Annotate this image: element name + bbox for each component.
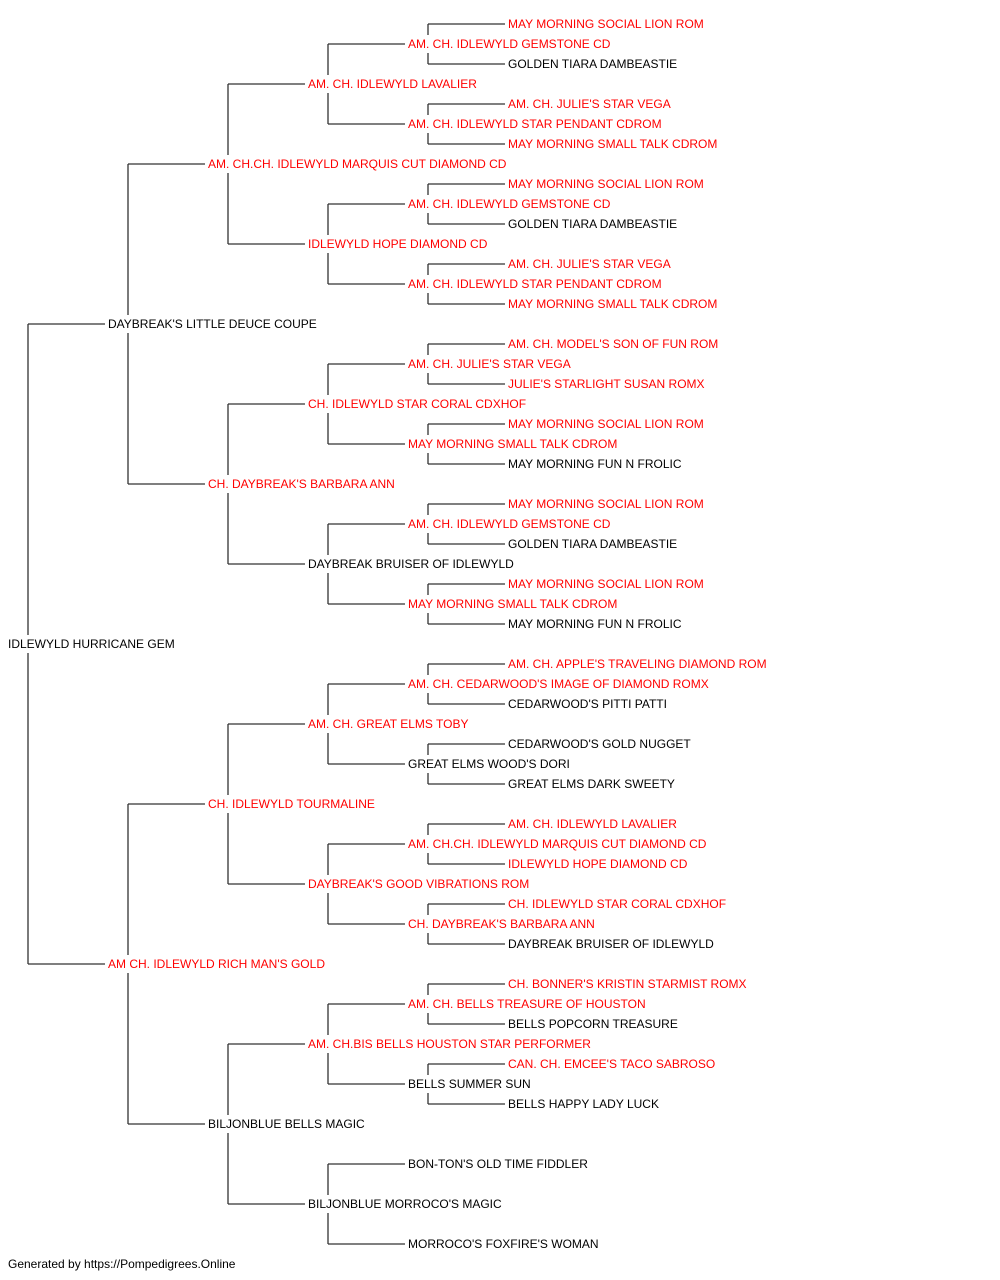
pedigree-node-gen3: AM. CH. IDLEWYLD LAVALIER (308, 77, 477, 91)
pedigree-node-gen3: IDLEWYLD HOPE DIAMOND CD (308, 237, 488, 251)
pedigree-node-gen5: IDLEWYLD HOPE DIAMOND CD (508, 857, 688, 871)
pedigree-node-gen3: DAYBREAK'S GOOD VIBRATIONS ROM (308, 877, 529, 891)
pedigree-node-gen2: AM. CH.CH. IDLEWYLD MARQUIS CUT DIAMOND … (208, 157, 507, 171)
footer-credit: Generated by https://Pompedigrees.Online (8, 1257, 236, 1271)
pedigree-node-gen5: CH. IDLEWYLD STAR CORAL CDXHOF (508, 897, 726, 911)
pedigree-node-gen4: AM. CH. IDLEWYLD STAR PENDANT CDROM (408, 117, 662, 131)
pedigree-node-gen4: MAY MORNING SMALL TALK CDROM (408, 437, 617, 451)
pedigree-node-gen5: AM. CH. JULIE'S STAR VEGA (508, 97, 671, 111)
pedigree-node-gen5: GOLDEN TIARA DAMBEASTIE (508, 57, 677, 71)
pedigree-node-gen2: BILJONBLUE BELLS MAGIC (208, 1117, 365, 1131)
pedigree-node-gen4: AM. CH. IDLEWYLD STAR PENDANT CDROM (408, 277, 662, 291)
pedigree-node-gen3: DAYBREAK BRUISER OF IDLEWYLD (308, 557, 514, 571)
pedigree-node-gen5: CAN. CH. EMCEE'S TACO SABROSO (508, 1057, 715, 1071)
pedigree-node-gen5: GOLDEN TIARA DAMBEASTIE (508, 537, 677, 551)
pedigree-node-gen5: MAY MORNING SMALL TALK CDROM (508, 137, 717, 151)
pedigree-node-gen5: CH. BONNER'S KRISTIN STARMIST ROMX (508, 977, 747, 991)
pedigree-node-gen1: AM CH. IDLEWYLD RICH MAN'S GOLD (108, 957, 325, 971)
pedigree-node-gen5: AM. CH. MODEL'S SON OF FUN ROM (508, 337, 718, 351)
pedigree-node-gen4: CH. DAYBREAK'S BARBARA ANN (408, 917, 595, 931)
pedigree-node-gen4: AM. CH. IDLEWYLD GEMSTONE CD (408, 197, 611, 211)
pedigree-node-gen5: GOLDEN TIARA DAMBEASTIE (508, 217, 677, 231)
pedigree-node-gen4: GREAT ELMS WOOD'S DORI (408, 757, 570, 771)
pedigree-node-gen4: AM. CH.CH. IDLEWYLD MARQUIS CUT DIAMOND … (408, 837, 707, 851)
pedigree-node-gen2: CH. DAYBREAK'S BARBARA ANN (208, 477, 395, 491)
pedigree-node-gen4: AM. CH. JULIE'S STAR VEGA (408, 357, 571, 371)
pedigree-node-gen3: AM. CH. GREAT ELMS TOBY (308, 717, 468, 731)
pedigree-node-gen5: MAY MORNING FUN N FROLIC (508, 457, 682, 471)
pedigree-node-gen3: CH. IDLEWYLD STAR CORAL CDXHOF (308, 397, 526, 411)
pedigree-node-gen0: IDLEWYLD HURRICANE GEM (8, 637, 175, 651)
pedigree-node-gen5: MAY MORNING SOCIAL LION ROM (508, 417, 704, 431)
pedigree-node-gen4: BON-TON'S OLD TIME FIDDLER (408, 1157, 588, 1171)
pedigree-node-gen5: BELLS HAPPY LADY LUCK (508, 1097, 659, 1111)
pedigree-node-gen5: MAY MORNING SOCIAL LION ROM (508, 577, 704, 591)
pedigree-node-gen4: AM. CH. BELLS TREASURE OF HOUSTON (408, 997, 646, 1011)
pedigree-node-gen5: MAY MORNING FUN N FROLIC (508, 617, 682, 631)
pedigree-node-gen5: AM. CH. JULIE'S STAR VEGA (508, 257, 671, 271)
pedigree-node-gen1: DAYBREAK'S LITTLE DEUCE COUPE (108, 317, 317, 331)
pedigree-node-gen4: AM. CH. CEDARWOOD'S IMAGE OF DIAMOND ROM… (408, 677, 709, 691)
pedigree-node-gen4: BELLS SUMMER SUN (408, 1077, 531, 1091)
pedigree-node-gen5: GREAT ELMS DARK SWEETY (508, 777, 675, 791)
pedigree-node-gen3: BILJONBLUE MORROCO'S MAGIC (308, 1197, 502, 1211)
pedigree-node-gen4: AM. CH. IDLEWYLD GEMSTONE CD (408, 517, 611, 531)
pedigree-node-gen5: MAY MORNING SMALL TALK CDROM (508, 297, 717, 311)
pedigree-node-gen5: CEDARWOOD'S PITTI PATTI (508, 697, 667, 711)
pedigree-node-gen5: AM. CH. APPLE'S TRAVELING DIAMOND ROM (508, 657, 767, 671)
pedigree-node-gen4: MAY MORNING SMALL TALK CDROM (408, 597, 617, 611)
pedigree-node-gen5: MAY MORNING SOCIAL LION ROM (508, 177, 704, 191)
pedigree-node-gen5: MAY MORNING SOCIAL LION ROM (508, 17, 704, 31)
pedigree-node-gen3: AM. CH.BIS BELLS HOUSTON STAR PERFORMER (308, 1037, 591, 1051)
pedigree-node-gen5: CEDARWOOD'S GOLD NUGGET (508, 737, 691, 751)
pedigree-node-gen4: MORROCO'S FOXFIRE'S WOMAN (408, 1237, 599, 1251)
pedigree-node-gen5: DAYBREAK BRUISER OF IDLEWYLD (508, 937, 714, 951)
pedigree-node-gen2: CH. IDLEWYLD TOURMALINE (208, 797, 375, 811)
pedigree-node-gen5: BELLS POPCORN TREASURE (508, 1017, 678, 1031)
pedigree-node-gen4: AM. CH. IDLEWYLD GEMSTONE CD (408, 37, 611, 51)
pedigree-node-gen5: JULIE'S STARLIGHT SUSAN ROMX (508, 377, 705, 391)
pedigree-node-gen5: MAY MORNING SOCIAL LION ROM (508, 497, 704, 511)
pedigree-node-gen5: AM. CH. IDLEWYLD LAVALIER (508, 817, 677, 831)
